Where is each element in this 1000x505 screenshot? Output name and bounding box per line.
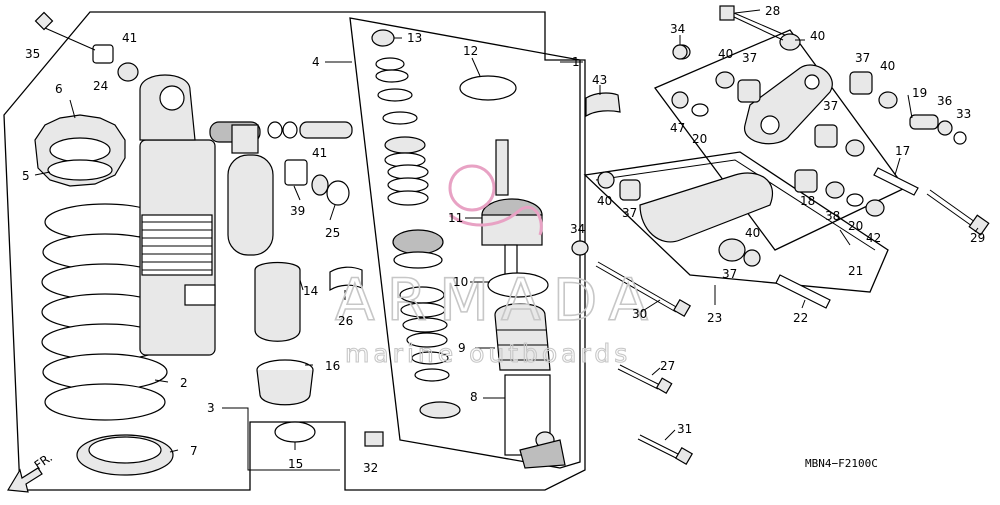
- callout-12: 12: [463, 44, 478, 58]
- callout-26: 26: [338, 314, 353, 328]
- callout-4: 4: [312, 55, 320, 69]
- o-ring: [459, 75, 517, 101]
- spring-seat: [76, 434, 174, 476]
- bolt-30: [595, 261, 692, 318]
- callout-40-left: 40: [718, 47, 733, 61]
- callout-37-mid: 37: [823, 99, 838, 113]
- callouts: 35 24 41 6 5 2 7 3 4 41 39 25 14 26 16 1…: [22, 4, 985, 475]
- callout-37-rod-low: 37: [722, 267, 737, 281]
- link-arm: [744, 64, 833, 145]
- callout-15: 15: [288, 457, 303, 471]
- callout-13: 13: [407, 31, 422, 45]
- callout-2: 2: [180, 376, 188, 390]
- mount-bolt: [34, 11, 54, 31]
- callout-35: 35: [25, 47, 40, 61]
- reservoir: [227, 124, 274, 256]
- callout-39: 39: [290, 204, 305, 218]
- circlip: [274, 421, 316, 443]
- callout-33: 33: [956, 107, 971, 121]
- pivot-collar: [909, 114, 967, 145]
- callout-37-left: 37: [742, 51, 757, 65]
- callout-19: 19: [912, 86, 927, 100]
- reservoir-cap: [256, 359, 314, 406]
- callout-29: 29: [970, 231, 985, 245]
- rod-outline: [583, 151, 889, 293]
- lower-clevis: [504, 374, 566, 469]
- callout-7: 7: [190, 444, 198, 458]
- callout-41-top: 41: [122, 31, 137, 45]
- callout-23: 23: [707, 311, 722, 325]
- callout-32: 32: [363, 461, 378, 475]
- diagram-code: MBN4−F2100C: [805, 457, 878, 470]
- leader-lines: [34, 9, 979, 471]
- callout-5: 5: [22, 169, 30, 183]
- callout-1: 1: [572, 55, 580, 69]
- reservoir-fittings: [267, 121, 353, 139]
- callout-11: 11: [448, 211, 463, 225]
- lower-bushing: [284, 159, 350, 206]
- callout-34-top: 34: [670, 22, 685, 36]
- bushing: [92, 44, 139, 82]
- callout-30: 30: [632, 307, 647, 321]
- callout-8: 8: [470, 390, 478, 404]
- callout-34-mid: 34: [570, 222, 585, 236]
- callout-37-right: 37: [855, 51, 870, 65]
- bladder: [254, 261, 301, 342]
- pivot-pipe: [873, 167, 919, 196]
- callout-38: 38: [825, 209, 840, 223]
- callout-40-rod-low: 40: [745, 226, 760, 240]
- bolt-31: [637, 434, 694, 466]
- callout-40-right: 40: [880, 59, 895, 73]
- callout-24: 24: [93, 79, 108, 93]
- callout-37-rod: 37: [622, 206, 637, 220]
- callout-20-right: 20: [848, 219, 863, 233]
- upper-bolt: [719, 5, 786, 41]
- callout-28: 28: [765, 4, 780, 18]
- spring: [41, 203, 169, 421]
- nut-34-top: [672, 44, 688, 60]
- label-strip: [329, 266, 363, 292]
- damper-stack: [371, 29, 461, 419]
- callout-9: 9: [458, 341, 466, 355]
- callout-31: 31: [677, 422, 692, 436]
- connecting-rod: [597, 171, 773, 267]
- callout-22: 22: [793, 311, 808, 325]
- callout-40-rod: 40: [597, 194, 612, 208]
- nut-34: [571, 240, 589, 256]
- callout-18: 18: [800, 194, 815, 208]
- callout-6: 6: [55, 82, 63, 96]
- spring-adjuster-nut: [34, 114, 126, 187]
- sticker: [585, 92, 621, 118]
- callout-21: 21: [848, 264, 863, 278]
- callout-41-mid: 41: [312, 146, 327, 160]
- callout-43: 43: [592, 73, 607, 87]
- callout-36: 36: [937, 94, 952, 108]
- bolt-27: [617, 364, 673, 395]
- callout-10: 10: [453, 275, 468, 289]
- callout-40-top: 40: [810, 29, 825, 43]
- callout-47: 47: [670, 121, 685, 135]
- nut-32: [364, 431, 384, 447]
- watermark-tagline: marine outboards: [345, 339, 631, 368]
- shock-body: [139, 74, 261, 356]
- linkage-bushings: [671, 33, 898, 217]
- front-arrow: FR.: [6, 450, 55, 493]
- shock-assembly-outline: [3, 11, 586, 491]
- lower-bolt-29: [926, 189, 990, 236]
- callout-3: 3: [207, 401, 215, 415]
- watermark-brand: ARMADA: [335, 266, 660, 334]
- callout-16: 16: [325, 359, 340, 373]
- callout-27: 27: [660, 359, 675, 373]
- rod-inner-outline: [595, 159, 876, 251]
- callout-42: 42: [866, 231, 881, 245]
- callout-20-left: 20: [692, 132, 707, 146]
- watermark: ARMADA marine outboards: [334, 164, 660, 369]
- collar-22: [775, 274, 831, 309]
- callout-14: 14: [303, 284, 318, 298]
- callout-25: 25: [325, 226, 340, 240]
- callout-17: 17: [895, 144, 910, 158]
- shock-inner-outline: [349, 17, 581, 469]
- bump-rubber: [494, 303, 551, 371]
